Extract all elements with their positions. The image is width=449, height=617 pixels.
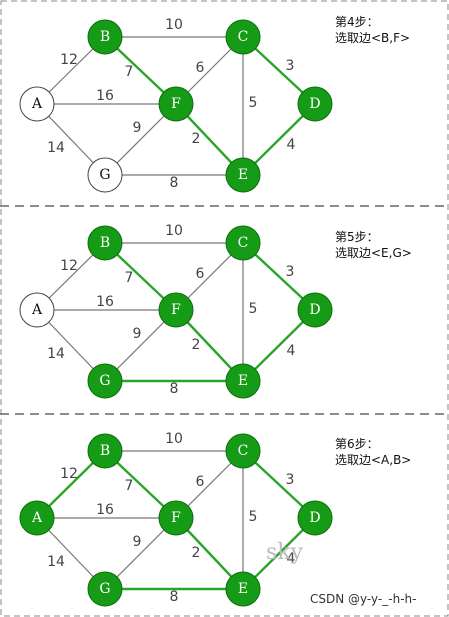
node-b xyxy=(87,225,123,261)
edge-weight-b-f: 7 xyxy=(125,478,134,494)
edge-weight-f-g: 9 xyxy=(133,534,142,550)
edge-weight-c-f: 6 xyxy=(196,266,205,282)
csdn-watermark: CSDN @y-y-_-h-h- xyxy=(310,592,417,606)
node-g xyxy=(87,571,123,607)
edge-weight-a-g: 14 xyxy=(47,346,65,362)
node-label-f: F xyxy=(171,510,181,526)
step-title: 第6步： xyxy=(335,437,379,451)
node-label-e: E xyxy=(238,581,248,597)
edge-weight-b-c: 10 xyxy=(165,223,183,239)
edge-weight-a-f: 16 xyxy=(96,502,114,518)
node-g xyxy=(87,157,123,193)
node-label-f: F xyxy=(171,96,181,112)
step-description: 选取边<B,F> xyxy=(335,31,411,45)
node-a xyxy=(19,86,55,122)
node-a xyxy=(19,292,55,328)
node-label-g: G xyxy=(99,373,110,389)
edge-weight-d-e: 4 xyxy=(287,137,296,153)
node-d xyxy=(297,500,333,536)
edge-weight-f-e: 2 xyxy=(192,337,201,353)
step-description: 选取边<E,G> xyxy=(335,246,412,260)
node-e xyxy=(225,363,261,399)
edge-weight-a-b: 12 xyxy=(60,258,78,274)
step-caption-1: 第4步： 选取边<B,F> xyxy=(335,14,410,46)
node-d xyxy=(297,292,333,328)
node-label-g: G xyxy=(99,167,110,183)
edge-weight-c-e: 5 xyxy=(249,95,258,111)
node-b xyxy=(87,19,123,55)
node-label-e: E xyxy=(238,373,248,389)
step-title: 第5步： xyxy=(335,230,379,244)
step-caption-2: 第5步： 选取边<E,G> xyxy=(335,229,412,261)
edge-weight-g-e: 8 xyxy=(170,381,179,397)
edge-weight-a-g: 14 xyxy=(47,554,65,570)
node-e xyxy=(225,157,261,193)
edge-weight-b-c: 10 xyxy=(165,431,183,447)
step-panel-5: 12 16 14 10 7 6 5 3 9 2 8 4 A B C D E F G xyxy=(19,223,333,399)
edge-weight-c-e: 5 xyxy=(249,509,258,525)
edge-weight-a-b: 12 xyxy=(60,466,78,482)
edge-weight-f-e: 2 xyxy=(192,131,201,147)
edge-weight-f-g: 9 xyxy=(133,120,142,136)
node-f xyxy=(158,292,194,328)
step-title: 第4步： xyxy=(335,15,379,29)
step-panel-6: 12 16 14 10 7 6 5 3 9 2 8 4 A B C D E F G xyxy=(19,431,333,607)
edge-weight-g-e: 8 xyxy=(170,175,179,191)
node-e xyxy=(225,571,261,607)
edge-weight-a-g: 14 xyxy=(47,140,65,156)
node-f xyxy=(158,86,194,122)
edge-weight-c-d: 3 xyxy=(286,472,295,488)
node-label-d: D xyxy=(309,510,320,526)
node-c xyxy=(225,225,261,261)
edge-weight-d-e: 4 xyxy=(287,343,296,359)
step-caption-3: 第6步： 选取边<A,B> xyxy=(335,436,411,468)
edge-weight-b-c: 10 xyxy=(165,17,183,33)
node-label-d: D xyxy=(309,96,320,112)
node-label-c: C xyxy=(238,29,249,45)
edge-weight-c-d: 3 xyxy=(286,58,295,74)
node-c xyxy=(225,433,261,469)
node-label-e: E xyxy=(238,167,248,183)
node-f xyxy=(158,500,194,536)
node-label-a: A xyxy=(31,302,43,318)
step-description: 选取边<A,B> xyxy=(335,453,412,467)
edge-weight-c-f: 6 xyxy=(196,60,205,76)
edge-weight-c-f: 6 xyxy=(196,474,205,490)
edge-weight-f-g: 9 xyxy=(133,326,142,342)
edge-weight-c-e: 5 xyxy=(249,301,258,317)
node-label-b: B xyxy=(100,235,110,251)
edge-weight-f-e: 2 xyxy=(192,545,201,561)
edge-weight-a-f: 16 xyxy=(96,294,114,310)
node-label-a: A xyxy=(31,96,43,112)
node-d xyxy=(297,86,333,122)
node-label-b: B xyxy=(100,443,110,459)
node-label-f: F xyxy=(171,302,181,318)
step-panel-4: 12 16 14 10 7 6 5 3 9 2 8 4 A B C D E F G xyxy=(19,17,333,193)
node-label-a: A xyxy=(31,510,43,526)
edge-weight-b-f: 7 xyxy=(125,270,134,286)
node-b xyxy=(87,433,123,469)
node-label-g: G xyxy=(99,581,110,597)
node-a xyxy=(19,500,55,536)
node-label-c: C xyxy=(238,443,249,459)
node-g xyxy=(87,363,123,399)
edge-weight-g-e: 8 xyxy=(170,589,179,605)
node-label-c: C xyxy=(238,235,249,251)
edge-weight-a-b: 12 xyxy=(60,52,78,68)
node-label-d: D xyxy=(309,302,320,318)
sky-watermark: sky xyxy=(266,540,304,565)
edge-weight-a-f: 16 xyxy=(96,88,114,104)
edge-weight-d-e: 4 xyxy=(287,551,296,567)
node-label-b: B xyxy=(100,29,110,45)
edge-weight-c-d: 3 xyxy=(286,264,295,280)
edge-weight-b-f: 7 xyxy=(125,64,134,80)
node-c xyxy=(225,19,261,55)
